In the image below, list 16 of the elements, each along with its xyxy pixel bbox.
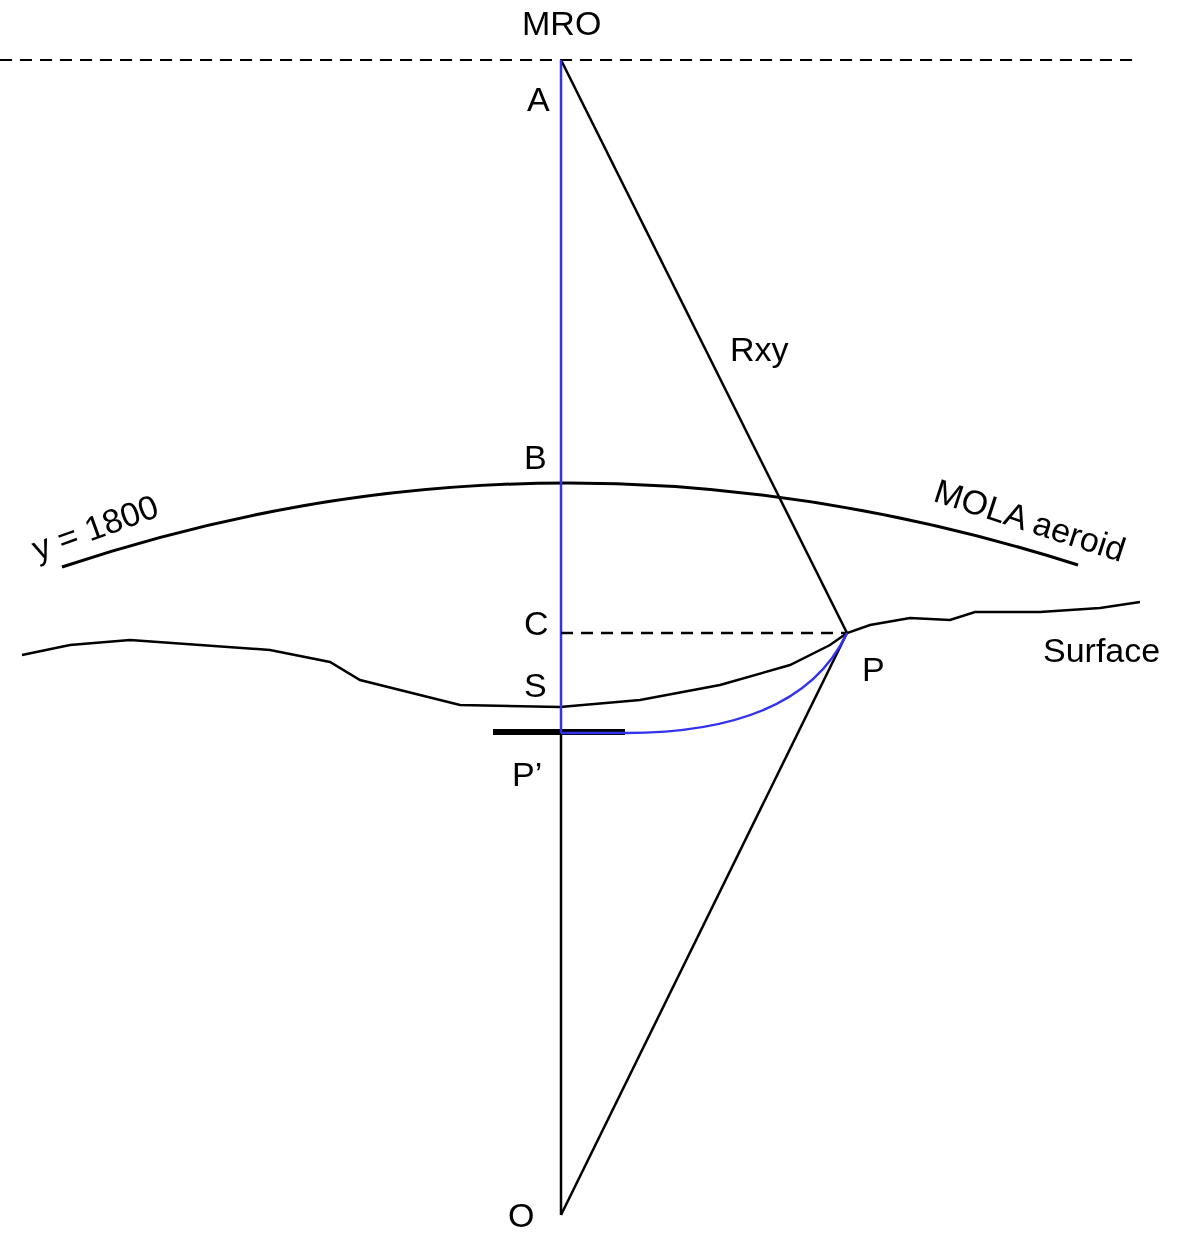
point-label: O <box>508 1198 535 1232</box>
line-segment <box>559 733 563 1215</box>
curve-label: Surface <box>1043 633 1161 667</box>
line-segment <box>561 632 849 735</box>
point-label: P’ <box>512 757 543 791</box>
line-segment <box>559 59 849 634</box>
curve-label: MOLA aeroid <box>930 473 1130 567</box>
line-segment <box>559 60 563 733</box>
curve-label: y = 1800 <box>27 488 163 566</box>
point-label: P <box>862 652 885 686</box>
line-segment <box>561 631 847 635</box>
point-label: B <box>524 440 547 474</box>
point-label: MRO <box>522 6 602 40</box>
point-label: C <box>524 606 549 640</box>
point-label: A <box>527 82 550 116</box>
point-label: S <box>524 668 547 702</box>
